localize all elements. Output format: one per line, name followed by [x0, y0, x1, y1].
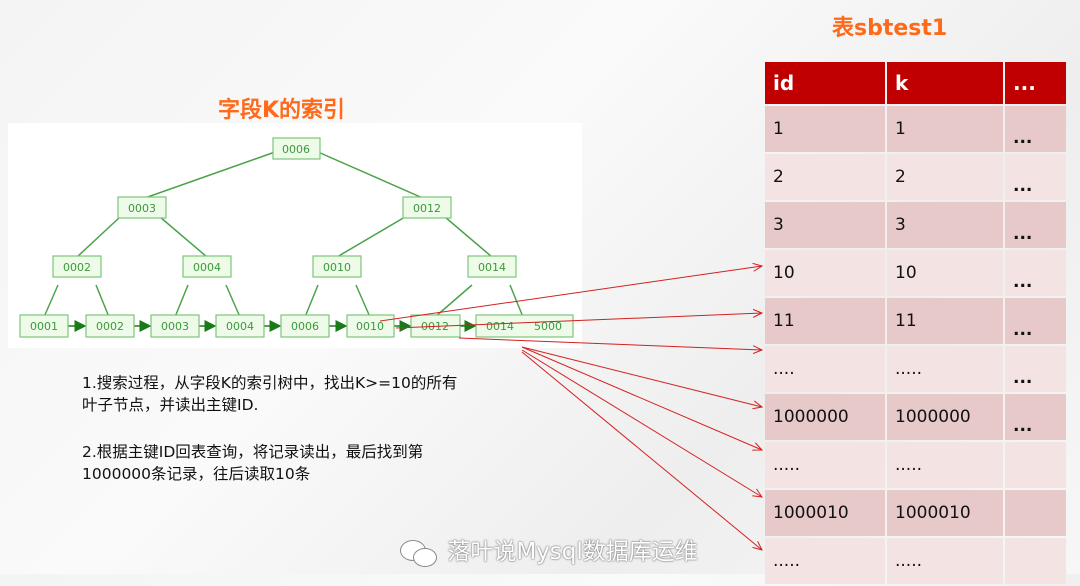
leaf-node: 0001: [19, 314, 69, 338]
k-cell: 3: [887, 202, 1003, 248]
more-cell: ...: [1005, 346, 1066, 392]
more-cell: ...: [1005, 106, 1066, 152]
node-label: 0004: [226, 320, 254, 333]
step2-line1: 2.根据主键ID回表查询，将记录读出，最后找到第: [82, 443, 424, 461]
node-label: 0006: [291, 320, 319, 333]
level3-node: 0004: [182, 255, 232, 278]
id-cell: 10: [765, 250, 885, 296]
node-label: 0014: [478, 261, 506, 274]
k-cell: 1000010: [887, 490, 1003, 536]
btree-diagram: 0006 0003 0012 0002 0004 0010 0014 0001 …: [19, 137, 1080, 574]
step2-line2: 1000000条记录，往后读取10条: [82, 465, 311, 483]
node-label: 0014: [486, 320, 514, 333]
id-cell: 1000010: [765, 490, 885, 536]
step1-line1: 1.搜索过程，从字段K的索引树中，找出K>=10的所有: [82, 374, 458, 392]
header-more: ...: [1005, 62, 1066, 104]
lookup-arrows: [379, 266, 762, 550]
watermark-text: 落叶说Mysql数据库运维: [447, 539, 698, 565]
more-cell: ...: [1005, 250, 1066, 296]
k-cell: .....: [887, 442, 1003, 488]
step1-line2: 叶子节点，并读出主键ID.: [82, 396, 259, 414]
node-label: 0006: [282, 143, 310, 156]
k-cell: 1000000: [887, 394, 1003, 440]
root-node: 0006: [272, 137, 321, 160]
wechat-icon: [400, 539, 440, 567]
step1-description: 1.搜索过程，从字段K的索引树中，找出K>=10的所有 叶子节点，并读出主键ID…: [82, 372, 457, 416]
id-cell: 1: [765, 106, 885, 152]
more-cell: [1005, 442, 1066, 488]
table-row: ............: [765, 346, 1066, 392]
level3-node: 0014: [467, 255, 517, 278]
level3-node: 0010: [312, 255, 362, 278]
node-label: 0004: [193, 261, 221, 274]
level3-node: 0002: [52, 255, 102, 278]
k-cell: 10: [887, 250, 1003, 296]
node-label: 5000: [534, 320, 562, 333]
node-label: 0003: [128, 202, 156, 215]
table-row: ..........: [765, 538, 1066, 584]
more-cell: [1005, 538, 1066, 584]
node-label: 0003: [161, 320, 189, 333]
node-label: 0012: [413, 202, 441, 215]
tree-nodes: 0006 0003 0012 0002 0004 0010 0014 0001 …: [19, 137, 574, 338]
header-id: id: [765, 62, 885, 104]
id-cell: 2: [765, 154, 885, 200]
tree-edges: [43, 151, 524, 318]
more-cell: ...: [1005, 154, 1066, 200]
k-cell: 1: [887, 106, 1003, 152]
table-row: ..........: [765, 442, 1066, 488]
more-cell: [1005, 490, 1066, 536]
id-cell: .....: [765, 442, 885, 488]
leaf-node: 0014 5000: [475, 314, 574, 338]
watermark: 落叶说Mysql数据库运维: [400, 532, 698, 567]
tree-panel: [8, 123, 582, 348]
leaf-node: 0004: [215, 314, 265, 338]
node-label: 0010: [323, 261, 351, 274]
table-header-row: id k ...: [765, 62, 1066, 104]
index-title: 字段K的索引: [218, 98, 346, 123]
node-label: 0010: [356, 320, 384, 333]
more-cell: ...: [1005, 202, 1066, 248]
step2-description: 2.根据主键ID回表查询，将记录读出，最后找到第 1000000条记录，往后读取…: [82, 441, 423, 485]
node-label: 0001: [30, 320, 58, 333]
id-cell: 11: [765, 298, 885, 344]
more-cell: ...: [1005, 394, 1066, 440]
leaf-node: 0002: [85, 314, 135, 338]
k-cell: 11: [887, 298, 1003, 344]
table-title: 表sbtest1: [832, 16, 948, 41]
level2-node: 0003: [117, 196, 167, 219]
leaf-node: 0003: [150, 314, 200, 338]
id-cell: ....: [765, 346, 885, 392]
node-label: 0002: [96, 320, 124, 333]
leaf-node: 0010: [346, 314, 395, 338]
leaf-node: 0006: [280, 314, 330, 338]
k-cell: 2: [887, 154, 1003, 200]
more-cell: ...: [1005, 298, 1066, 344]
k-cell: .....: [887, 346, 1003, 392]
id-cell: .....: [765, 538, 885, 584]
level2-node: 0012: [402, 196, 452, 219]
header-k: k: [887, 62, 1003, 104]
id-cell: 1000000: [765, 394, 885, 440]
k-cell: .....: [887, 538, 1003, 584]
id-cell: 3: [765, 202, 885, 248]
node-label: 0002: [63, 261, 91, 274]
